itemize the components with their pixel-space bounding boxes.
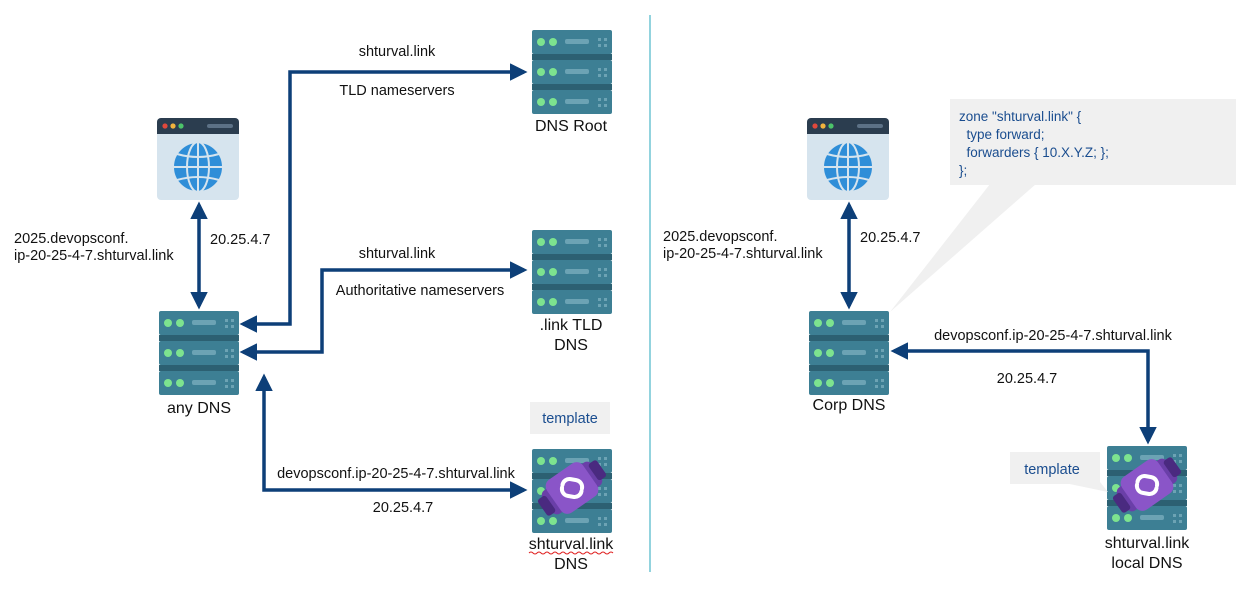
tld-answer-label: Authoritative nameservers [336, 283, 504, 299]
browser-globe-icon [157, 118, 239, 200]
anydns-tld-arrow [239, 261, 528, 361]
spellcheck-squiggle [528, 551, 614, 555]
client-query-line2: ip-20-25-4-7.shturval.link [14, 248, 174, 264]
template-label-right: template [1024, 462, 1080, 478]
template-callout-left [530, 402, 610, 434]
any-dns-label: any DNS [167, 400, 231, 417]
corp-dns-label: Corp DNS [813, 397, 886, 414]
template-callout-pointer-right [1060, 482, 1108, 492]
shturval-dns-label-line1: shturval.link [529, 536, 614, 553]
local-answer-label: 20.25.4.7 [997, 371, 1057, 387]
corpdns-local-arrow [890, 342, 1157, 445]
dns-root-label: DNS Root [535, 118, 608, 135]
local-query-label: devopsconf.ip-20-25-4-7.shturval.link [934, 328, 1173, 344]
tld-dns-server-icon [532, 230, 612, 314]
client-query-line2-right: ip-20-25-4-7.shturval.link [663, 246, 823, 262]
shturval-dns-label-line2: DNS [554, 556, 588, 573]
tld-dns-label-line1: .link TLD [540, 317, 603, 334]
zone-config-callout [950, 99, 1236, 185]
dns-root-server-icon [532, 30, 612, 114]
zone-config-line3: forwarders { 10.X.Y.Z; }; [959, 145, 1109, 160]
auth-answer-label: 20.25.4.7 [373, 500, 433, 516]
anydns-auth-arrow [255, 373, 528, 499]
client-query-line1: 2025.devopsconf. [14, 231, 128, 247]
client-answer-label: 20.25.4.7 [210, 232, 270, 248]
zone-callout-pointer [890, 184, 1036, 312]
client-answer-label-right: 20.25.4.7 [860, 230, 920, 246]
zone-config-line4: }; [959, 163, 967, 178]
any-dns-server-icon [159, 311, 239, 395]
template-callout-right [1010, 452, 1100, 484]
zone-config-line2: type forward; [959, 127, 1045, 142]
root-answer-label: TLD nameservers [339, 83, 454, 99]
tld-dns-label-line2: DNS [554, 337, 588, 354]
tld-query-label: shturval.link [359, 246, 436, 262]
corp-dns-server-icon [809, 311, 889, 395]
local-dns-label-line1: shturval.link [1105, 535, 1190, 552]
root-query-label: shturval.link [359, 44, 436, 60]
local-dns-label-line2: local DNS [1111, 555, 1182, 572]
browser-globe-icon-right [807, 118, 889, 200]
client-query-line1-right: 2025.devopsconf. [663, 229, 777, 245]
template-label-left: template [542, 411, 598, 427]
zone-config-line1: zone "shturval.link" { [959, 109, 1082, 124]
auth-query-label: devopsconf.ip-20-25-4-7.shturval.link [277, 466, 516, 482]
